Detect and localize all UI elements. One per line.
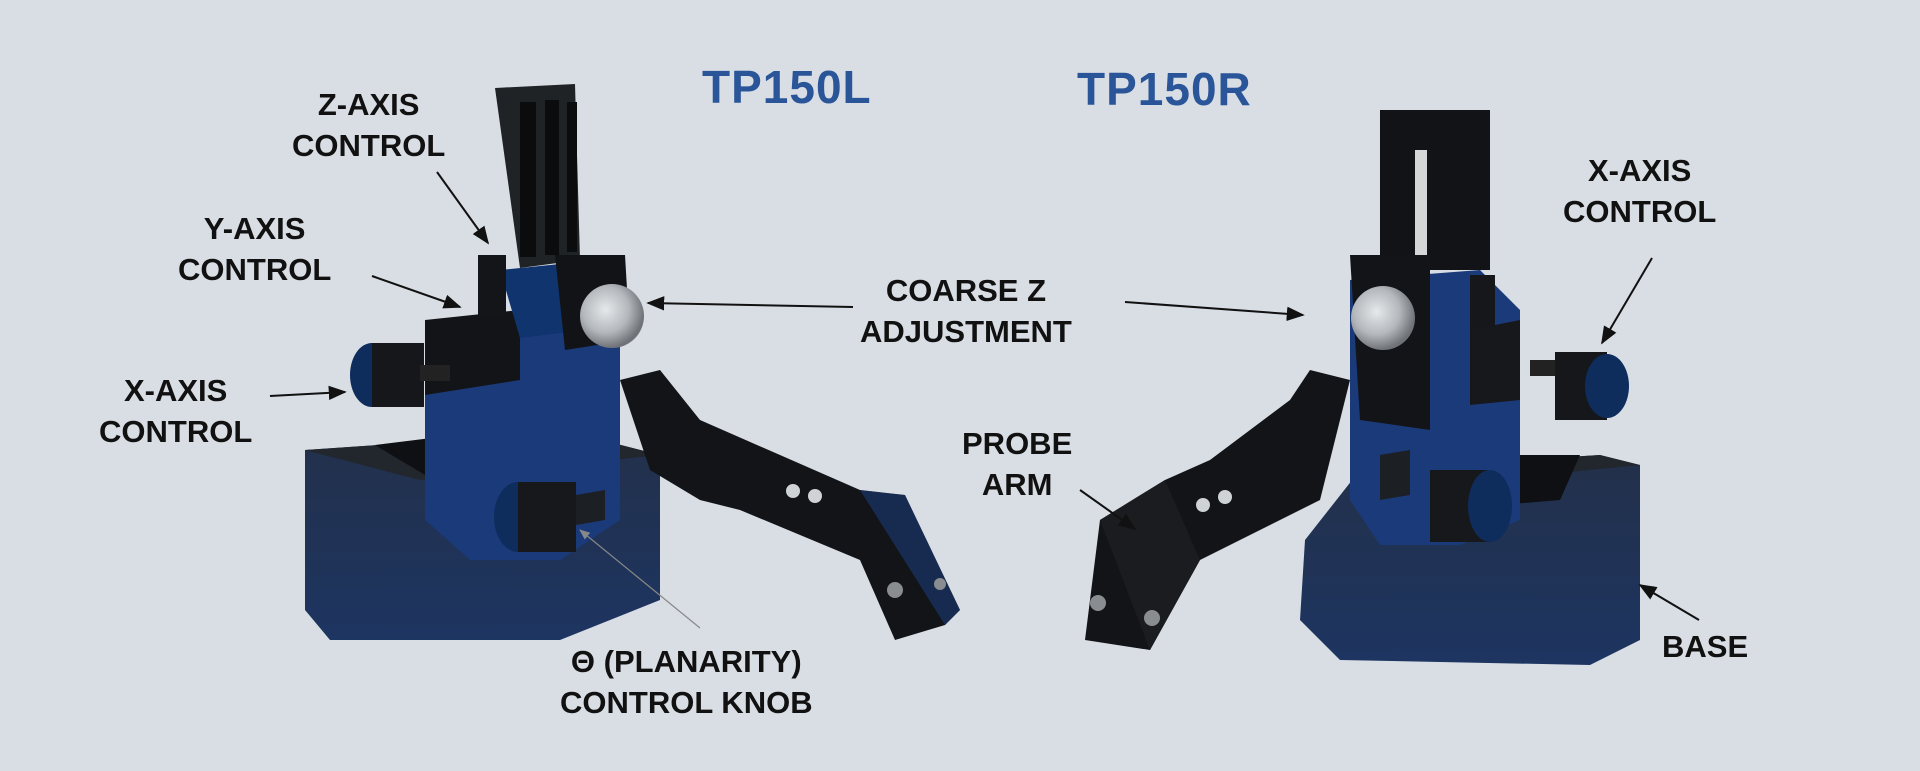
label-line: X-AXIS [123, 373, 228, 408]
label-x-axis-control-left: X-AXIS CONTROL [99, 370, 252, 452]
arrow-x-axis-left [269, 385, 347, 401]
label-line: X-AXIS [1587, 153, 1692, 188]
label-x-axis-control-right: X-AXIS CONTROL [1563, 150, 1716, 232]
model-title-tp150l: TP150L [702, 61, 872, 113]
arrow-coarse-z-right [1124, 301, 1305, 322]
label-probe-arm: PROBE ARM [962, 423, 1072, 505]
label-base: BASE [1662, 626, 1748, 667]
label-line: CONTROL [99, 414, 253, 449]
callout-arrows [269, 171, 1700, 629]
label-line: ARM [981, 467, 1053, 502]
label-coarse-z-adjustment: COARSE Z ADJUSTMENT [860, 270, 1072, 352]
label-line: ADJUSTMENT [860, 314, 1072, 349]
arrow-theta-knob [579, 529, 701, 629]
label-line: CONTROL [178, 252, 332, 287]
arrow-y-axis-left [371, 275, 462, 309]
label-line: Z-AXIS [317, 87, 420, 122]
label-line: Y-AXIS [203, 211, 306, 246]
model-title-tp150r: TP150R [1077, 63, 1252, 115]
arrow-probe-arm [1079, 489, 1137, 531]
label-line: Θ (PLANARITY) [570, 644, 802, 679]
label-z-axis-control-left: Z-AXIS CONTROL [292, 84, 445, 166]
tp150r-device [1085, 110, 1640, 665]
label-line: CONTROL KNOB [560, 685, 813, 720]
label-y-axis-control-left: Y-AXIS CONTROL [178, 208, 331, 290]
arrow-base [1638, 584, 1700, 621]
arrow-coarse-z-left [646, 296, 854, 311]
arrow-x-axis-right [1601, 257, 1653, 345]
label-theta-planarity-control-knob: Θ (PLANARITY) CONTROL KNOB [560, 641, 813, 723]
label-line: CONTROL [1563, 194, 1717, 229]
label-line: BASE [1662, 629, 1749, 664]
label-line: CONTROL [292, 128, 446, 163]
tp150l-device [305, 84, 960, 640]
arrow-z-axis-left [436, 171, 490, 245]
label-line: COARSE Z [885, 273, 1047, 308]
label-line: PROBE [962, 426, 1073, 461]
